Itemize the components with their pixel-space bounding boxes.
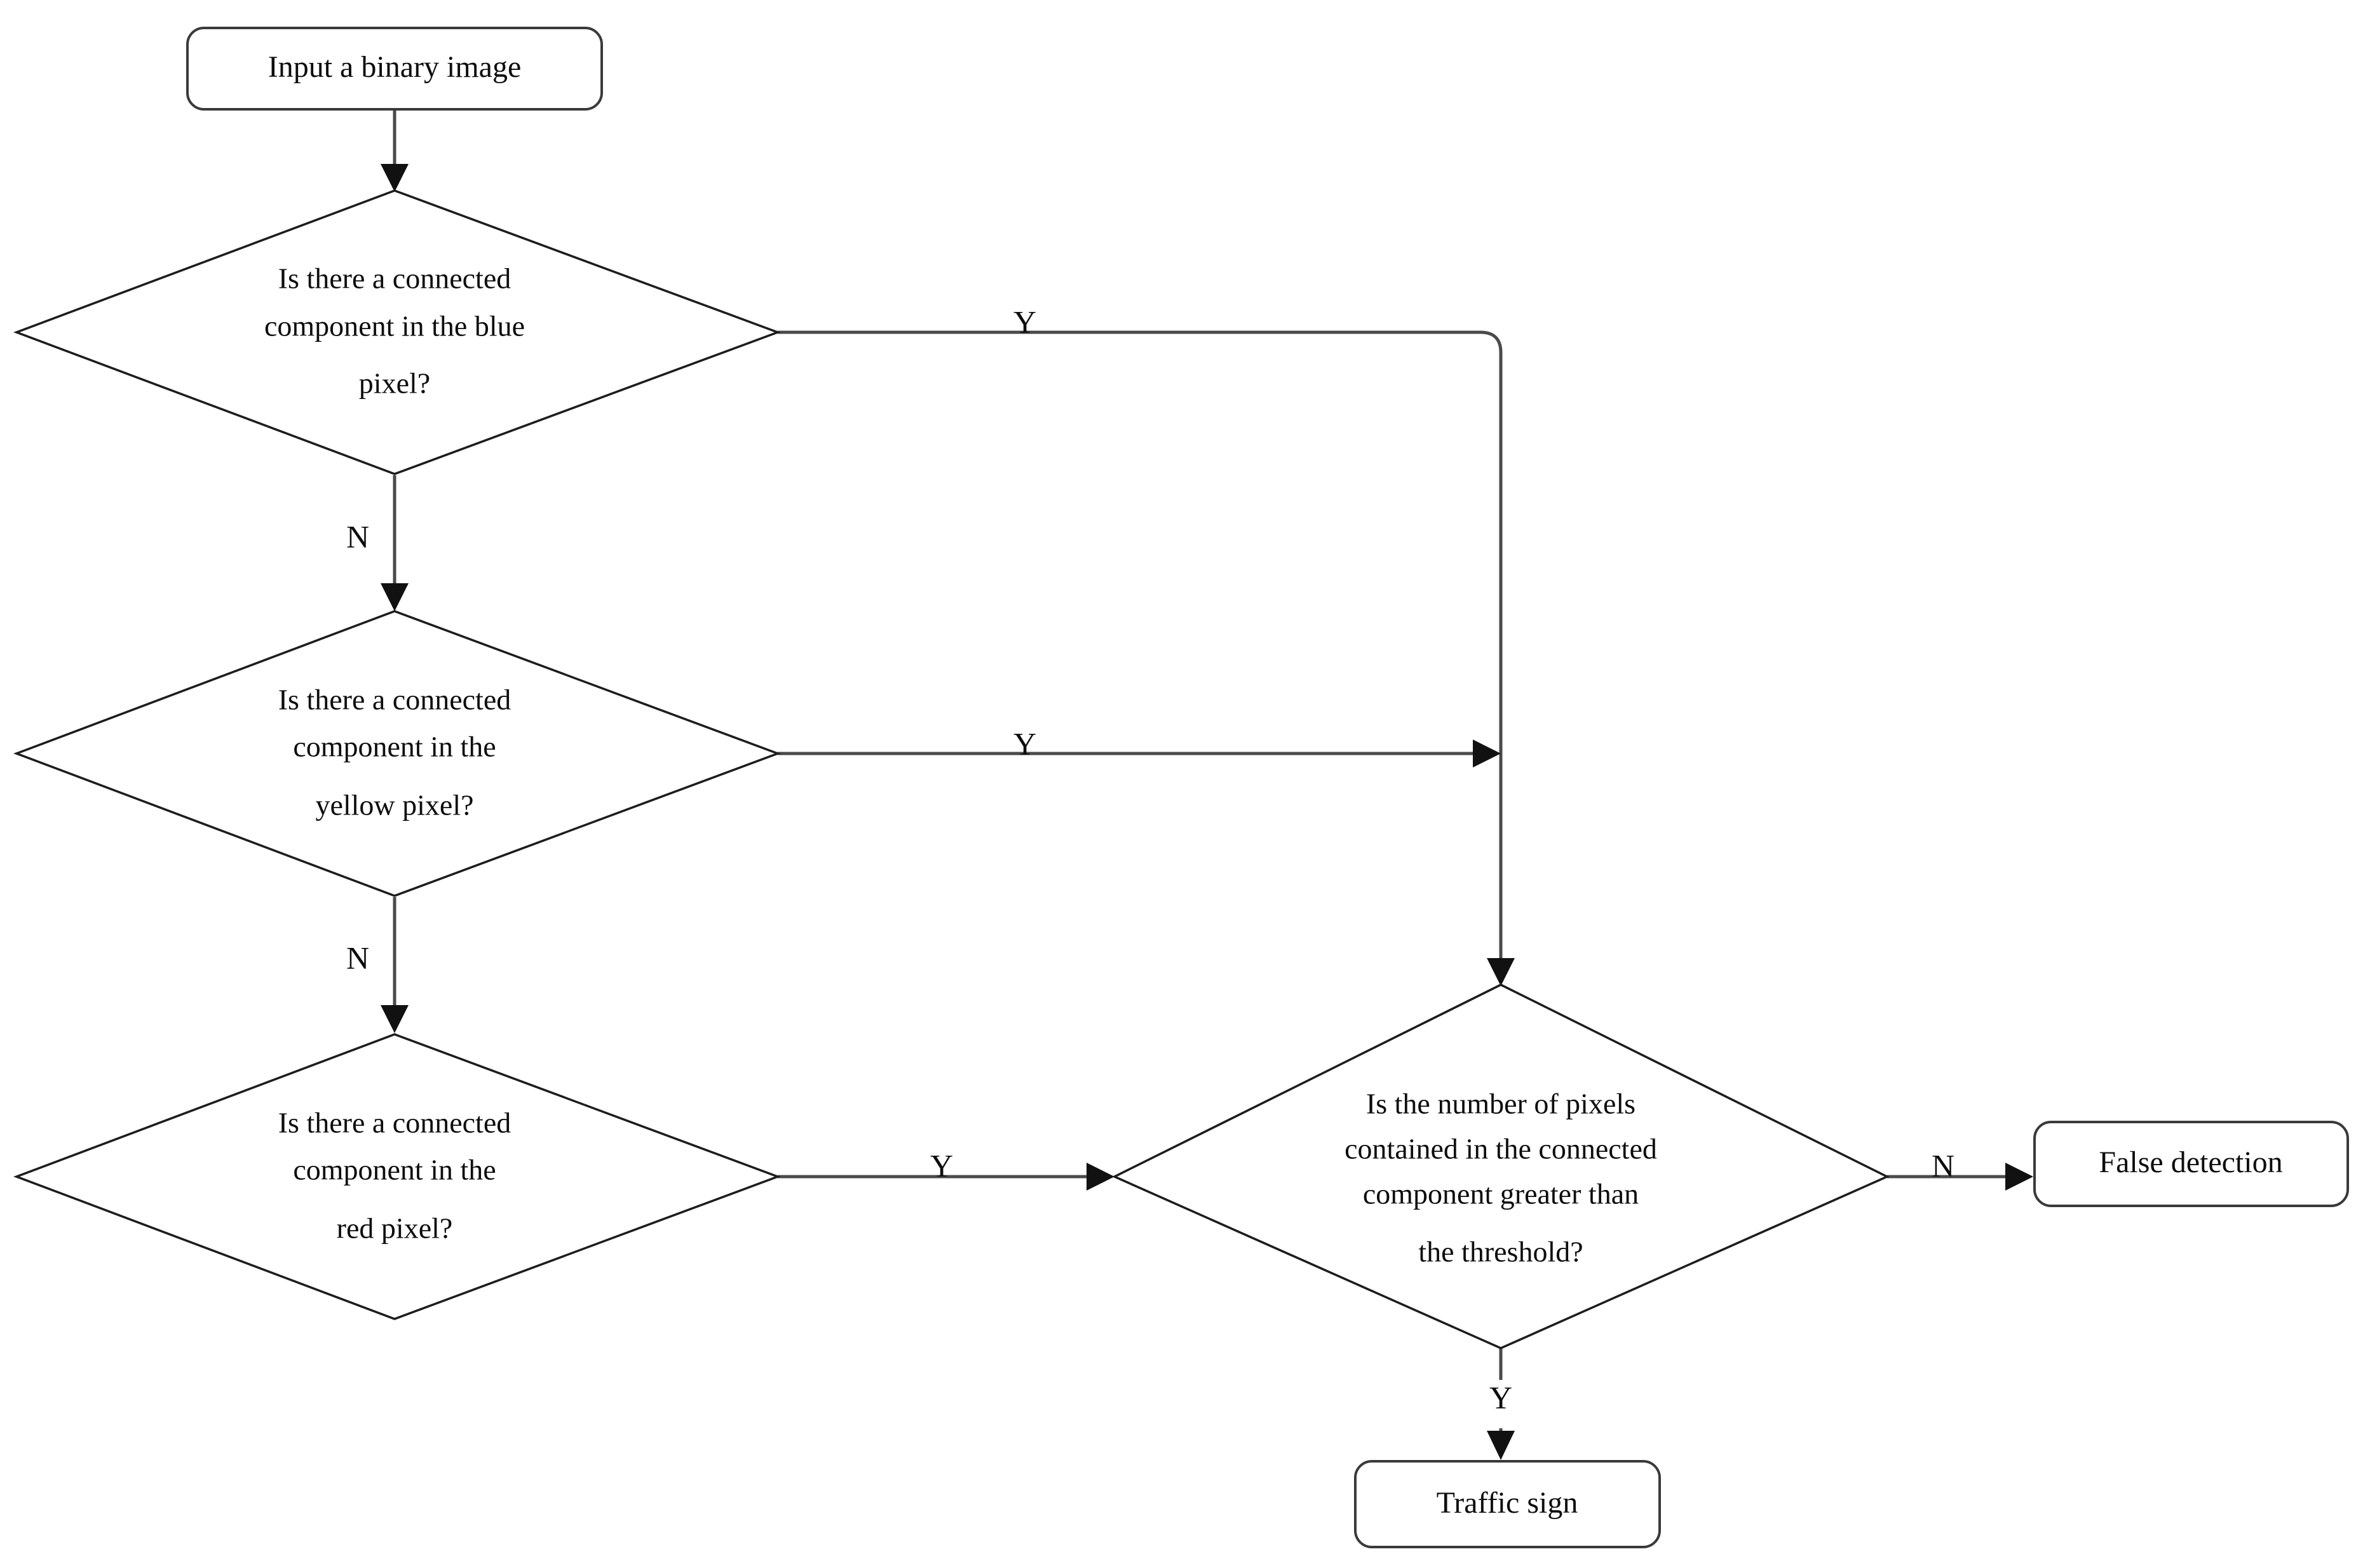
threshold-decision-line-4: the threshold? [1418,1236,1583,1268]
threshold-decision-line-1: Is the number of pixels [1366,1088,1635,1120]
node-blue-decision[interactable]: Is there a connected component in the bl… [13,189,782,475]
input-node-label: Input a binary image [268,50,522,84]
edge-red-yes-to-threshold [778,1163,1114,1191]
node-yellow-decision[interactable]: Is there a connected component in the ye… [13,610,782,897]
edge-yellow-no-to-red-decision [381,897,409,1033]
red-decision-line-1: Is there a connected [278,1107,511,1139]
edge-label-red-yes: Y [930,1147,953,1183]
node-false-detection[interactable]: False detection [2033,1121,2349,1207]
edge-threshold-no-to-false-detection [1887,1163,2033,1191]
yellow-decision-shape [13,610,782,897]
false-detection-shape [2033,1121,2349,1207]
blue-decision-line-1: Is there a connected [278,262,511,295]
yellow-decision-line-2: component in the [293,731,496,763]
edge-label-blue-yes: Y [1013,304,1036,339]
yellow-decision-line-1: Is there a connected [278,684,511,716]
threshold-decision-line-2: contained in the connected [1344,1133,1657,1165]
traffic-sign-shape [1354,1460,1661,1548]
threshold-decision-shape [1111,983,1890,1349]
yellow-decision-line-3: yellow pixel? [315,789,473,821]
node-traffic-sign[interactable]: Traffic sign [1354,1460,1661,1548]
edge-input-to-blue-decision [381,110,409,192]
red-decision-shape [13,1033,782,1320]
node-threshold-decision[interactable]: Is the number of pixels contained in the… [1111,983,1890,1349]
traffic-sign-label: Traffic sign [1437,1486,1578,1520]
node-red-decision[interactable]: Is there a connected component in the re… [13,1033,782,1320]
edge-label-yellow-yes: Y [1013,726,1036,761]
edge-label-yellow-no: N [346,940,369,975]
false-detection-label: False detection [2099,1146,2282,1179]
edge-label-threshold-no: N [1932,1147,1954,1183]
edge-blue-yes-to-threshold [778,330,1515,986]
red-decision-line-3: red pixel? [337,1212,453,1245]
edge-blue-no-to-yellow-decision [381,475,409,611]
node-input-binary-image[interactable]: Input a binary image [186,27,603,111]
threshold-decision-line-3: component greater than [1363,1178,1639,1210]
edge-threshold-yes-to-traffic-sign [1487,1347,1515,1460]
red-decision-line-2: component in the [293,1154,496,1186]
blue-decision-line-2: component in the blue [264,310,525,342]
blue-decision-line-3: pixel? [359,367,430,400]
edge-yellow-yes-to-trunk [778,740,1501,767]
blue-decision-shape [13,189,782,475]
input-node-shape [186,27,603,111]
edge-label-threshold-yes: Y [1489,1379,1512,1415]
edge-label-blue-no: N [346,518,369,554]
